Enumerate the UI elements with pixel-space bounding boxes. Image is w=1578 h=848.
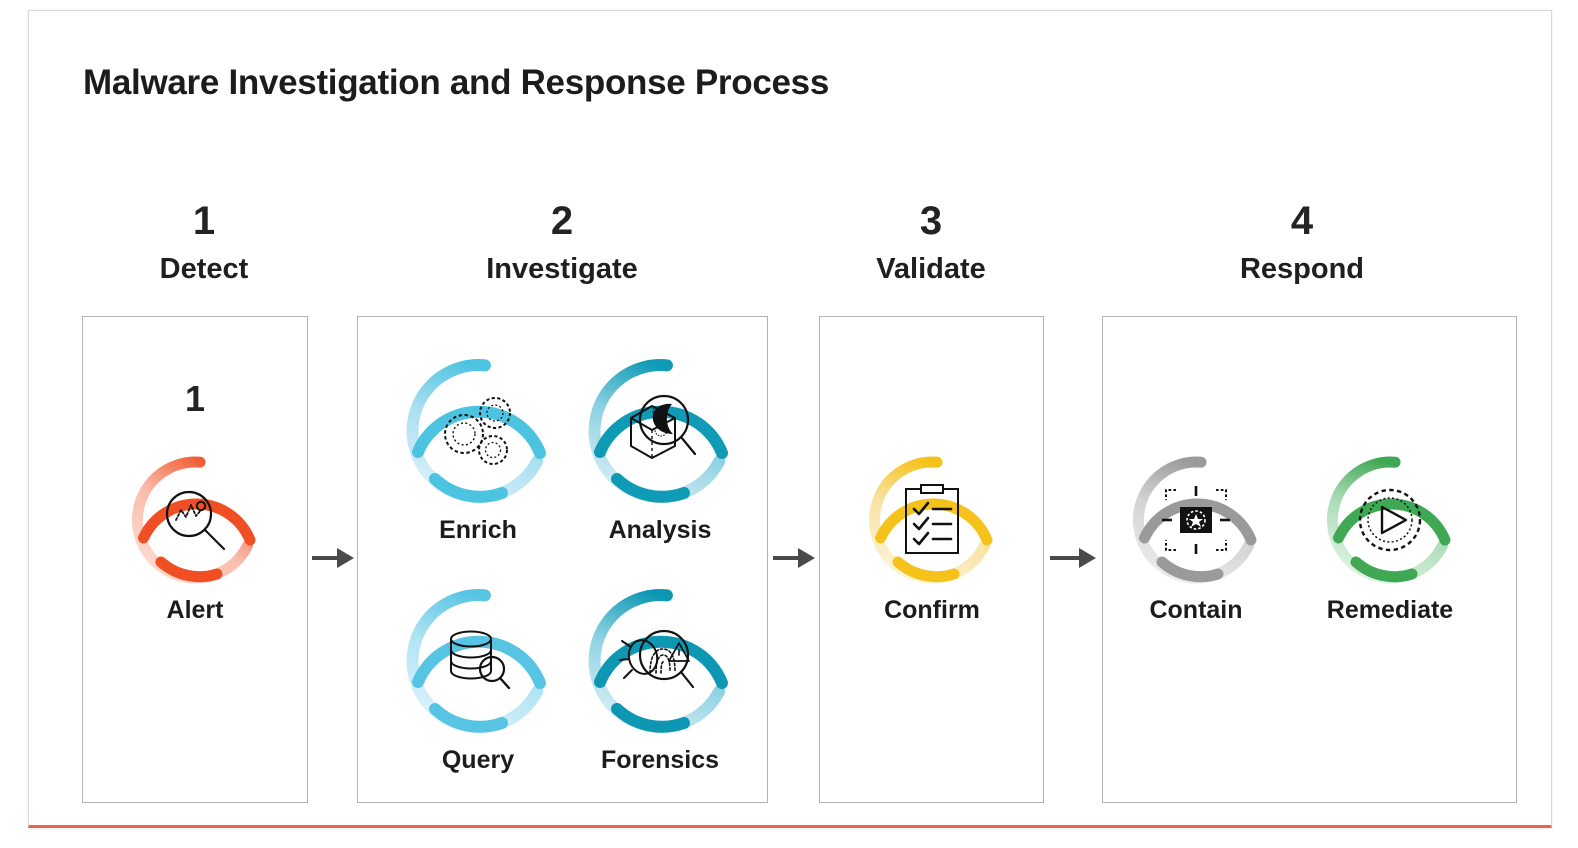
node-label: Forensics	[600, 746, 720, 774]
node-contain[interactable]: Contain	[1126, 450, 1266, 623]
node-enrich[interactable]: Enrich	[399, 352, 557, 543]
enrich-ring	[399, 352, 557, 510]
step-header-respond: 4 Respond	[1152, 201, 1452, 284]
slide-canvas: Malware Investigation and Response Proce…	[28, 10, 1552, 828]
node-forensics[interactable]: Forensics	[581, 582, 739, 773]
node-label: Contain	[1149, 596, 1243, 624]
analysis-ring	[581, 352, 739, 510]
node-label: Alert	[166, 596, 224, 624]
node-label: Remediate	[1326, 596, 1454, 624]
node-label: Confirm	[884, 596, 980, 624]
step-label: Respond	[1239, 253, 1365, 285]
node-query[interactable]: Query	[399, 582, 557, 773]
node-analysis[interactable]: Analysis	[581, 352, 739, 543]
node-label: Enrich	[439, 516, 517, 544]
node-label: Query	[441, 746, 515, 774]
arrow-investigate-to-validate	[773, 548, 815, 568]
remediate-ring	[1320, 450, 1460, 590]
arrow-detect-to-investigate	[312, 548, 354, 568]
step-label: Detect	[159, 253, 249, 285]
database-search-icon	[399, 582, 557, 740]
arrow-validate-to-respond	[1050, 548, 1096, 568]
page-title: Malware Investigation and Response Proce…	[83, 63, 829, 102]
alert-ring	[125, 450, 265, 590]
gear-play-icon	[1320, 450, 1460, 590]
panel-detect	[82, 316, 308, 803]
step-header-investigate: 2 Investigate	[412, 201, 712, 284]
contain-ring	[1126, 450, 1266, 590]
step-label: Validate	[876, 253, 986, 285]
step-label: Investigate	[486, 253, 638, 285]
step-number: 1	[192, 199, 216, 243]
bug-fingerprint-icon	[581, 582, 739, 740]
query-ring	[399, 582, 557, 740]
magnifier-waveform-icon	[125, 450, 265, 590]
cube-magnifier-icon	[581, 352, 739, 510]
node-alert[interactable]: Alert	[125, 450, 265, 623]
step-header-detect: 1 Detect	[54, 201, 354, 284]
step-number: 3	[919, 199, 943, 243]
node-confirm[interactable]: Confirm	[862, 450, 1002, 623]
panel-respond	[1102, 316, 1517, 803]
confirm-ring	[862, 450, 1002, 590]
step-header-validate: 3 Validate	[781, 201, 1081, 284]
clipboard-checklist-icon	[862, 450, 1002, 590]
node-remediate[interactable]: Remediate	[1320, 450, 1460, 623]
panel-validate	[819, 316, 1044, 803]
gears-icon	[399, 352, 557, 510]
step-number: 2	[550, 199, 574, 243]
crosshair-target-icon	[1126, 450, 1266, 590]
step-number: 4	[1290, 199, 1314, 243]
node-label: Analysis	[608, 516, 712, 544]
panel-inner-number-detect: 1	[184, 378, 206, 419]
forensics-ring	[581, 582, 739, 740]
